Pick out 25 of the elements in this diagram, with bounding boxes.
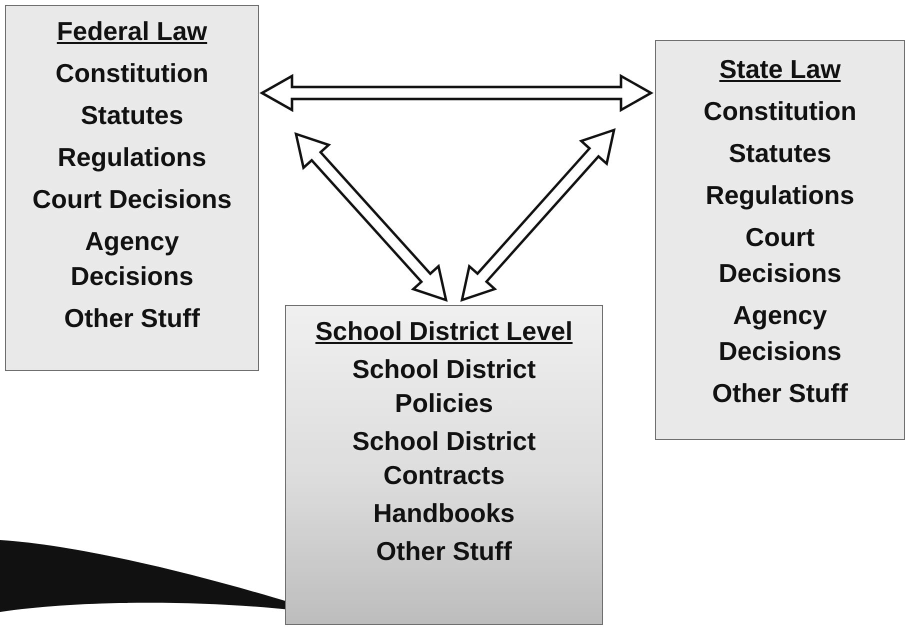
box-item: Other Stuff	[64, 302, 200, 335]
box-item: Court Decisions	[718, 221, 842, 290]
law-box	[285, 305, 603, 625]
box-heading: Federal Law	[56, 15, 208, 48]
box-item: Regulations	[58, 141, 206, 174]
box-item: Statutes	[728, 137, 832, 170]
double-arrow	[259, 74, 654, 112]
box-item: Statutes	[80, 99, 184, 132]
box-item: School District Contracts	[351, 425, 537, 492]
box-item: Court Decisions	[32, 183, 232, 216]
box-item: Constitution	[55, 57, 209, 90]
box-item: Handbooks	[373, 497, 515, 530]
box-item: Other Stuff	[376, 535, 512, 568]
box-item: Agency Decisions	[718, 299, 842, 368]
double-arrow	[460, 128, 616, 302]
box-item: Constitution	[703, 95, 857, 128]
box-item: Other Stuff	[712, 377, 848, 410]
box-item: Agency Decisions	[70, 225, 194, 293]
law-box	[655, 40, 905, 440]
box-item: Regulations	[706, 179, 854, 212]
box-heading: School District Level	[315, 315, 573, 348]
law-box	[5, 5, 259, 371]
box-heading: State Law	[719, 53, 841, 86]
double-arrow	[294, 132, 448, 302]
box-item: School District Policies	[351, 353, 537, 420]
